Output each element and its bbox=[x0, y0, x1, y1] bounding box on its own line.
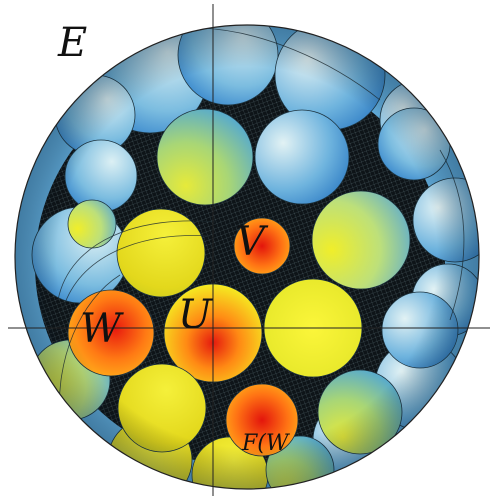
label-U: U bbox=[178, 292, 213, 338]
label-W: W bbox=[80, 306, 124, 352]
outer-disk-boundary bbox=[14, 24, 480, 490]
label-FW: F(W bbox=[241, 431, 291, 456]
label-E: E bbox=[57, 20, 87, 66]
label-V: V bbox=[236, 219, 269, 265]
rim-shade bbox=[15, 25, 479, 489]
